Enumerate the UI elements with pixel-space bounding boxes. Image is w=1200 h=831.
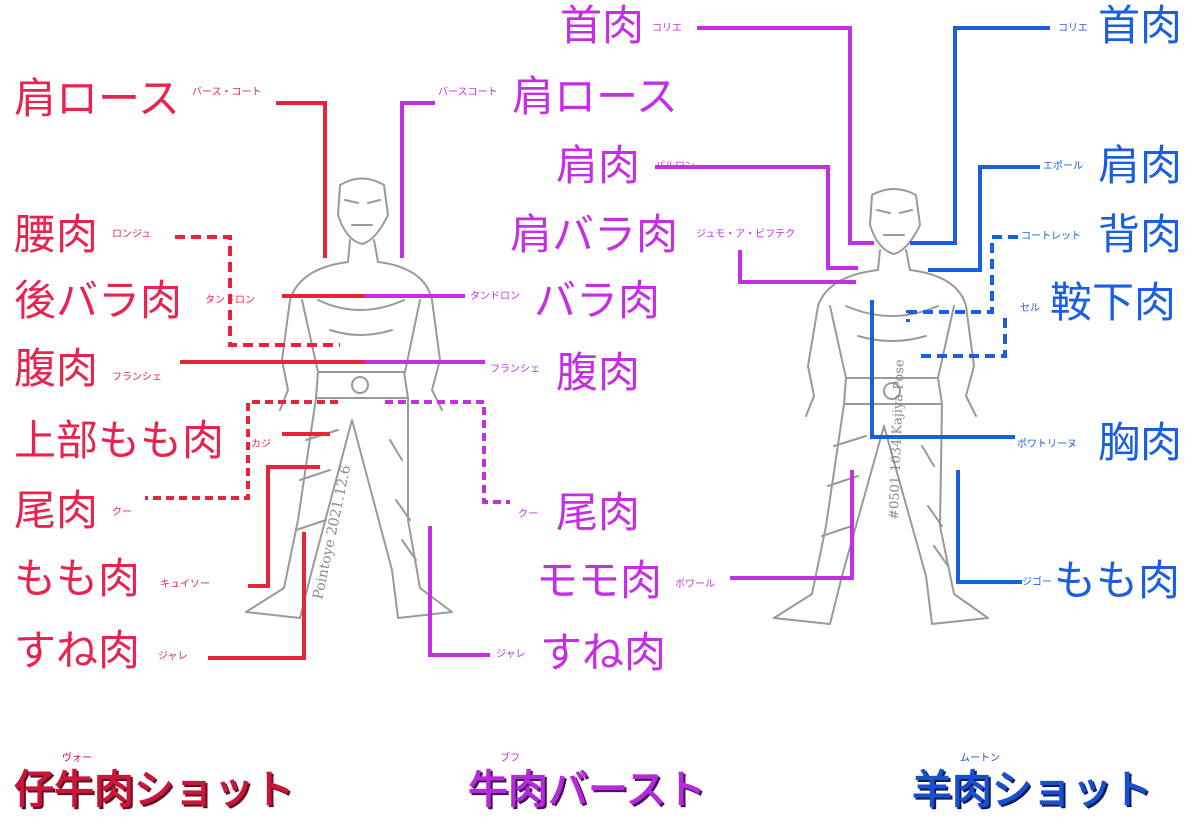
left-label-jobu-momoniku: 上部もも肉 [14,416,225,465]
right-reading-seniku: コートレット [1021,231,1081,242]
left-label-oniku: 尾肉 [14,486,99,535]
left-reading-momoniku: キュイソー [160,579,210,590]
mid-reading-kubiniku: コリエ [652,23,682,34]
right-reading-kurashitaniku: セル [1020,303,1040,314]
right-connectors [870,26,1050,584]
right-signature: #0501 1034 Kajiya Pose [887,359,908,520]
mid-reading-kata-rosu: バースコート [438,87,498,98]
mid-label-kataniku: 肩肉 [556,141,641,190]
left-reading-haraniku: フランシェ [112,372,162,383]
right-label-kurashitaniku: 鞍下肉 [1050,278,1177,327]
left-panel-title: 仔牛肉ショット [14,767,294,813]
left-reading-jobu-momoniku: カジ [251,439,271,450]
mid-reading-momoniku: ボワール [675,579,715,590]
left-reading-suneniku: ジャレ [158,651,188,662]
mid-reading-kataniku: パルロン [655,161,695,172]
right-label-kataniku: 肩肉 [1098,141,1183,190]
mid-label-suneniku: すね肉 [540,628,667,677]
left-reading-koshiniku: ロンジュ [112,229,152,240]
left-connectors [145,101,370,660]
right-label-kubiniku: 首肉 [1098,1,1183,50]
middle-title-ruby: ブフ [500,753,520,764]
left-reading-kata-rosu: バース・コート [192,87,262,98]
left-label-kata-rosu: 肩ロース [14,74,180,123]
right-title-ruby: ムートン [960,753,1000,764]
middle-panel-title: 牛肉バースト [468,767,706,813]
right-label-seniku: 背肉 [1098,210,1183,259]
mid-label-haraniku: 腹肉 [556,348,641,397]
left-label-ato-baraniku: 後バラ肉 [14,276,183,325]
mid-label-baraniku: バラ肉 [534,276,661,325]
mid-reading-haraniku: フランシェ [490,364,540,375]
right-reading-kubiniku: コリエ [1058,23,1088,34]
left-title-ruby: ヴォー [62,753,92,764]
right-reading-momoniku: ジゴー [1022,577,1052,588]
left-reading-oniku: クー [112,507,132,518]
mid-label-momoniku: モモ肉 [536,556,663,605]
right-label-momoniku: もも肉 [1054,556,1181,605]
mid-label-kubiniku: 首肉 [560,1,645,50]
mid-label-oniku: 尾肉 [556,488,641,537]
mid-reading-kata-baraniku: ジュモ・ア・ビフテク [696,229,796,240]
mid-reading-oniku: クー [518,509,538,520]
middle-connectors [365,26,874,657]
left-reading-ato-baraniku: タンドロン [205,295,255,306]
right-reading-kataniku: エポール [1043,161,1083,172]
left-label-koshiniku: 腰肉 [14,210,99,259]
mid-label-kata-rosu: 肩ロース [512,72,678,121]
right-label-muneniku: 胸肉 [1098,418,1183,467]
right-figure-sketch [773,188,989,625]
mid-reading-suneniku: ジャレ [496,649,526,660]
left-label-momoniku: もも肉 [14,554,141,603]
mid-reading-baraniku: タンドロン [470,291,520,302]
right-panel-title: 羊肉ショット [912,767,1152,813]
left-label-suneniku: すね肉 [14,626,141,675]
left-figure-sketch [245,177,453,619]
left-label-haraniku: 腹肉 [14,344,99,393]
mid-label-kata-baraniku: 肩バラ肉 [510,210,679,259]
right-reading-muneniku: ポワトリーヌ [1017,439,1077,450]
left-signature: Pointoye 2021.12.6 [310,464,354,601]
